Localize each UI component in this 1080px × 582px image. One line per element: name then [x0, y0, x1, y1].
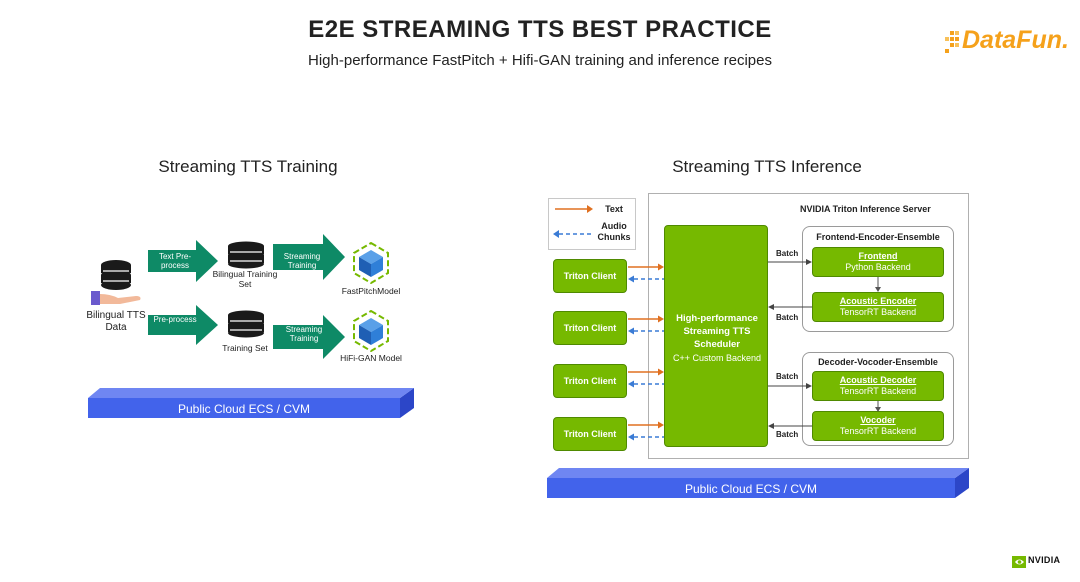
triton-client-3[interactable]: Triton Client	[553, 364, 627, 398]
hifigan-model-icon	[353, 310, 389, 352]
frontend-to-encoder-arrow	[875, 277, 881, 292]
acoustic-encoder-name: Acoustic Encoder	[839, 296, 917, 306]
training-cloud-slab	[88, 388, 414, 418]
frontend-module[interactable]: Frontend Python Backend	[812, 247, 944, 277]
streaming-training-label-2: Streaming Training	[285, 325, 323, 344]
client-scheduler-arrows	[628, 263, 664, 441]
batch-label-4: Batch	[776, 430, 799, 439]
vocoder-module[interactable]: Vocoder TensorRT Backend	[812, 411, 944, 441]
frontend-module-name: Frontend	[858, 251, 898, 261]
acoustic-decoder-name: Acoustic Decoder	[839, 375, 917, 385]
fastpitch-model-icon	[353, 242, 389, 284]
client-1-arrows	[628, 263, 664, 283]
inference-cloud-label: Public Cloud ECS / CVM	[684, 482, 818, 496]
batch-label-2: Batch	[776, 313, 799, 322]
encoder-ensemble-title: Frontend-Encoder-Ensemble	[816, 232, 940, 242]
datafun-logo-text: DataFun.	[962, 26, 1069, 54]
triton-server-title: NVIDIA Triton Inference Server	[800, 204, 931, 214]
audio-legend-arrow	[553, 230, 591, 238]
acoustic-decoder-backend: TensorRT Backend	[839, 386, 917, 396]
datafun-logo: DataFun.	[942, 24, 1069, 60]
bilingual-set-database-icon	[228, 241, 264, 269]
bilingual-training-set-label: Bilingual Training Set	[212, 269, 278, 289]
page-subtitle: High-performance FastPitch + Hifi-GAN tr…	[308, 52, 772, 69]
preprocess-arrow	[148, 305, 218, 345]
vocoder-backend: TensorRT Backend	[839, 426, 917, 436]
scheduler-subtitle: C++ Custom Backend	[672, 353, 762, 363]
streaming-training-label-1: Streaming Training	[283, 252, 321, 271]
client-4-arrows	[628, 421, 664, 441]
streaming-training-arrow-2	[273, 315, 345, 359]
vocoder-name: Vocoder	[860, 415, 896, 425]
training-cloud-label: Public Cloud ECS / CVM	[177, 402, 311, 416]
legend-box: Text Audio Chunks	[548, 198, 636, 250]
vocoder-ensemble-title: Decoder-Vocoder-Ensemble	[818, 357, 938, 367]
fastpitch-model-label: FastPitchModel	[341, 286, 401, 296]
text-preprocess-arrow	[148, 240, 218, 282]
nvidia-eye-icon	[1012, 556, 1026, 568]
batch-label-3: Batch	[776, 372, 799, 381]
training-set-database-icon	[228, 310, 264, 338]
training-set-label: Training Set	[222, 343, 268, 353]
text-preprocess-label: Text Pre-process	[158, 252, 191, 271]
inference-cloud-slab	[547, 468, 969, 498]
text-legend-label: Text	[605, 204, 623, 214]
nvidia-brand-text: NVIDIA	[1028, 555, 1061, 565]
acoustic-decoder-module[interactable]: Acoustic Decoder TensorRT Backend	[812, 371, 944, 401]
decoder-to-vocoder-arrow	[875, 401, 881, 412]
inference-section-title: Streaming TTS Inference	[672, 157, 862, 176]
preprocess-label: Pre-process	[153, 315, 197, 324]
hifigan-model-label: HiFi-GAN Model	[340, 353, 402, 363]
client-3-arrows	[628, 368, 664, 388]
tts-scheduler-box[interactable]: High-performance Streaming TTS Scheduler…	[664, 225, 768, 447]
audio-legend-label: Audio Chunks	[597, 221, 631, 242]
batch-arrows	[768, 259, 812, 429]
database-hand-icon	[91, 260, 141, 305]
streaming-training-arrow-1	[273, 234, 345, 280]
bilingual-tts-data-label: Bilingual TTS Data	[86, 310, 146, 333]
nvidia-logo: NVIDIA	[1012, 555, 1068, 569]
acoustic-encoder-backend: TensorRT Backend	[839, 307, 917, 317]
triton-client-4[interactable]: Triton Client	[553, 417, 627, 451]
triton-client-2[interactable]: Triton Client	[553, 311, 627, 345]
training-section-title: Streaming TTS Training	[158, 157, 338, 176]
triton-client-1[interactable]: Triton Client	[553, 259, 627, 293]
text-legend-arrow	[555, 205, 593, 213]
acoustic-encoder-module[interactable]: Acoustic Encoder TensorRT Backend	[812, 292, 944, 322]
page-title: E2E STREAMING TTS BEST PRACTICE	[308, 16, 772, 43]
batch-label-1: Batch	[776, 249, 799, 258]
frontend-module-backend: Python Backend	[845, 262, 911, 272]
scheduler-title: High-performance Streaming TTS Scheduler	[676, 313, 758, 350]
datafun-logo-icon	[945, 31, 959, 53]
client-2-arrows	[628, 315, 664, 335]
